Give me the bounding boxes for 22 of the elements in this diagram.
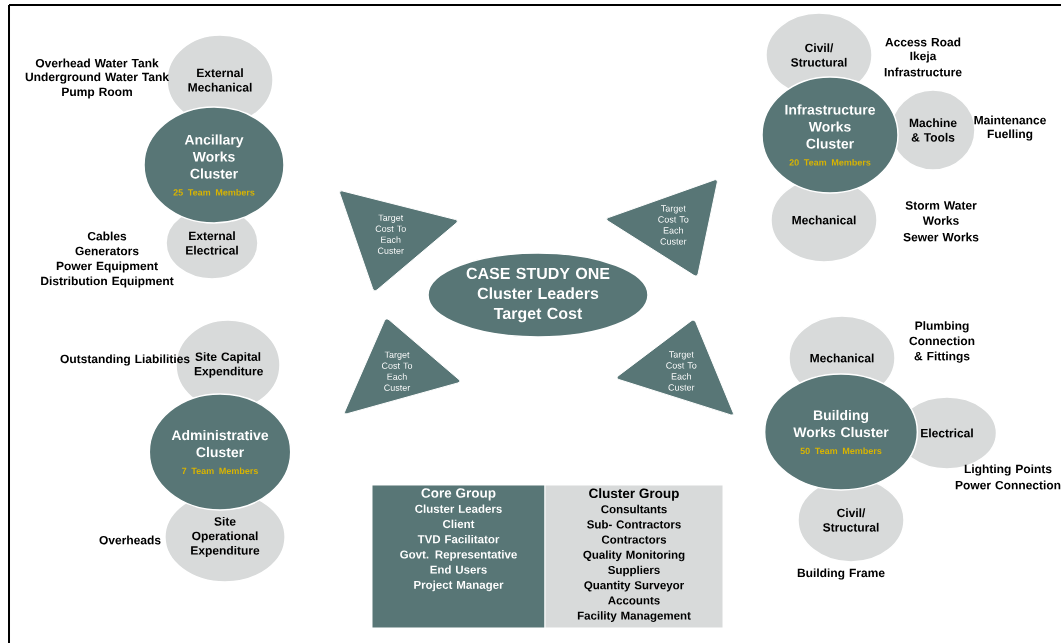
note-text: Fuelling — [987, 129, 1033, 141]
note-text: Building Frame — [797, 568, 885, 580]
note-text: Pump Room — [62, 87, 132, 99]
note-text: Ikeja — [910, 51, 937, 63]
note-text: Infrastructure — [884, 67, 962, 77]
note-text: Outstanding Liabilities — [60, 354, 190, 366]
note-text: Sewer Works — [903, 232, 979, 242]
note-text: Cables — [87, 231, 127, 241]
group-panel: Core Group Cluster Leaders Client TVD Facilitator Govt. Representative End Users Project Manager — [371, 484, 546, 629]
note-text: Power Connection — [955, 480, 1061, 490]
pointer-triangle: Target Cost To Each Custer — [616, 319, 734, 416]
pointer-triangle: Target Cost To Each Custer — [339, 190, 458, 292]
note-text: Overheads — [99, 535, 161, 545]
note-text: Plumbing Connection & Fittings — [909, 321, 975, 363]
note-text: Power Equipment — [56, 261, 158, 273]
pointer-triangle: Target Cost To Each Custer — [344, 318, 461, 415]
note-text: Access Road — [885, 37, 961, 47]
note-text: Storm Water Works — [905, 201, 977, 225]
group-panel: Cluster Group Consultants Sub- Contractors Contractors Quality Monitoring Suppliers Quantity Surveyor Accounts Facility Management — [544, 484, 724, 629]
note-text: Overhead Water Tank — [35, 58, 159, 68]
note-text: Generators — [75, 246, 139, 256]
note-text: Maintenance — [974, 115, 1046, 125]
